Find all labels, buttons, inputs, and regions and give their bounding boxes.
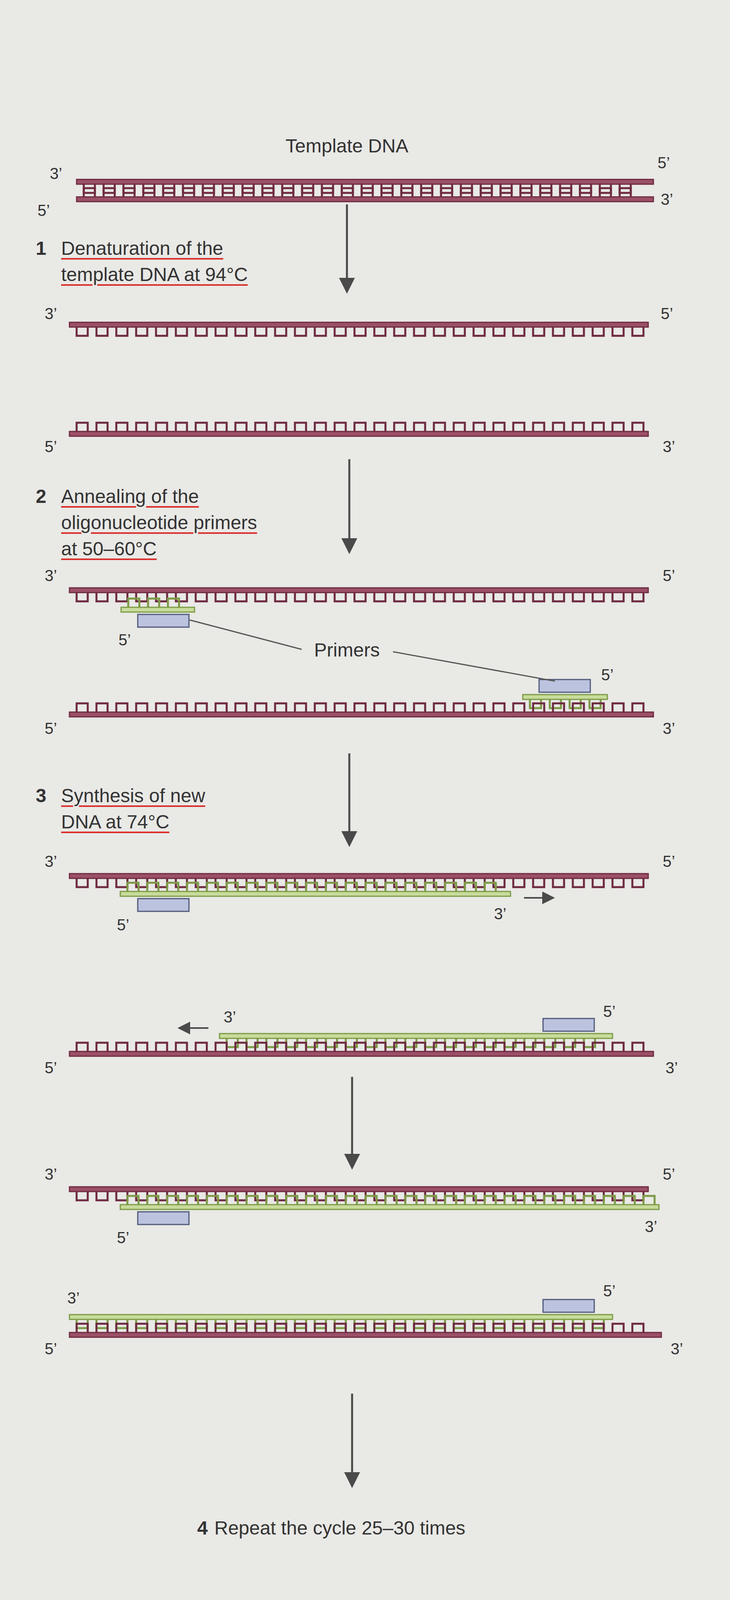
strand-label: 3’ — [49, 164, 62, 183]
strand-backbone — [69, 1314, 613, 1320]
primer-box — [543, 1018, 595, 1032]
strand-label: Template DNA — [285, 135, 409, 157]
direction-arrow — [180, 1027, 209, 1029]
strand-label: 3’ — [665, 1059, 678, 1077]
strand-backbone — [69, 1332, 662, 1338]
strand-backbone — [522, 694, 608, 700]
step-text: Denaturation of the template DNA at 94°C — [61, 235, 300, 288]
base-teeth — [76, 878, 644, 888]
step-arrow — [346, 204, 349, 290]
primer-box — [137, 614, 189, 628]
leader-line — [392, 651, 555, 682]
strand-label: 3’ — [223, 1008, 236, 1026]
step-arrow — [348, 459, 351, 551]
strand-label: Primers — [313, 639, 380, 661]
strand-label: 5’ — [116, 916, 130, 934]
dna-strands — [69, 179, 662, 1338]
strand-label: 3’ — [660, 190, 673, 209]
base-teeth — [127, 1196, 655, 1205]
base-teeth — [76, 327, 644, 336]
strand-backbone — [69, 322, 649, 328]
step-text: 1 — [35, 235, 47, 262]
step-text: 3 — [35, 782, 47, 809]
strand-label: 3’ — [644, 1217, 657, 1236]
strand-label: 5’ — [37, 201, 50, 220]
strand-backbone — [121, 607, 195, 613]
strand-backbone — [69, 1186, 649, 1192]
step-text: 2 — [35, 483, 47, 510]
primer-boxes — [137, 614, 595, 1313]
base-teeth — [76, 703, 644, 713]
primer-box — [543, 1299, 595, 1313]
strand-backbone — [69, 873, 649, 879]
step-text: Annealing of the oligonucleotide primers… — [61, 483, 268, 563]
strand-label: 5’ — [662, 852, 675, 871]
strand-label: 3’ — [662, 437, 675, 456]
strand-backbone — [219, 1033, 613, 1039]
synthesis-arrows — [180, 897, 552, 1029]
strand-label: 5’ — [602, 1282, 616, 1300]
strand-label: 3’ — [44, 304, 57, 323]
strand-label: Repeat the cycle 25–30 times — [214, 1517, 466, 1539]
strand-backbone — [69, 587, 649, 593]
step-text: Synthesis of new DNA at 74°C — [61, 782, 244, 836]
strand-backbone — [120, 891, 511, 897]
base-teeth — [76, 1323, 644, 1333]
strand-label: 3’ — [493, 905, 507, 923]
base-teeth — [128, 598, 180, 608]
base-teeth — [76, 592, 644, 602]
strand-backbone — [69, 431, 649, 437]
strand-label: 5’ — [662, 1165, 675, 1183]
step-arrow — [351, 1393, 354, 1485]
strand-label: 4 — [197, 1517, 209, 1539]
strand-backbone — [69, 712, 654, 717]
strand-label: 5’ — [602, 1002, 616, 1021]
strand-label: 5’ — [118, 631, 131, 649]
strand-label: 5’ — [44, 719, 57, 738]
primer-box — [539, 679, 591, 693]
base-teeth — [76, 1191, 644, 1201]
direction-arrow — [523, 897, 552, 899]
strand-backbone — [69, 1051, 654, 1057]
base-teeth — [127, 882, 496, 892]
strand-label: 5’ — [44, 1059, 57, 1077]
leader-line — [189, 620, 302, 650]
strand-backbone — [120, 1204, 659, 1210]
strand-label: 3’ — [44, 852, 57, 871]
base-teeth — [83, 188, 631, 197]
base-teeth — [76, 1042, 644, 1052]
flow-arrows — [346, 204, 353, 1485]
strand-label: 3’ — [44, 1165, 57, 1183]
strand-label: 5’ — [116, 1228, 130, 1247]
strand-label: 3’ — [662, 719, 675, 738]
strand-label: 5’ — [660, 304, 673, 323]
leader-lines — [189, 620, 555, 682]
strand-label: 5’ — [662, 566, 675, 585]
step-arrow — [351, 1076, 354, 1166]
strand-label: 3’ — [670, 1340, 683, 1358]
strand-label: 3’ — [44, 566, 57, 585]
strand-label: 5’ — [600, 666, 614, 684]
strand-backbone — [76, 196, 654, 202]
primer-box — [137, 1211, 189, 1225]
primer-box — [137, 898, 189, 912]
base-teeth — [76, 422, 644, 432]
strand-label: 3’ — [67, 1289, 80, 1307]
step-arrow — [348, 753, 351, 844]
strand-label: 5’ — [657, 154, 670, 172]
strand-label: 5’ — [44, 1340, 57, 1358]
strand-backbone — [76, 179, 654, 185]
strand-label: 5’ — [44, 437, 57, 456]
